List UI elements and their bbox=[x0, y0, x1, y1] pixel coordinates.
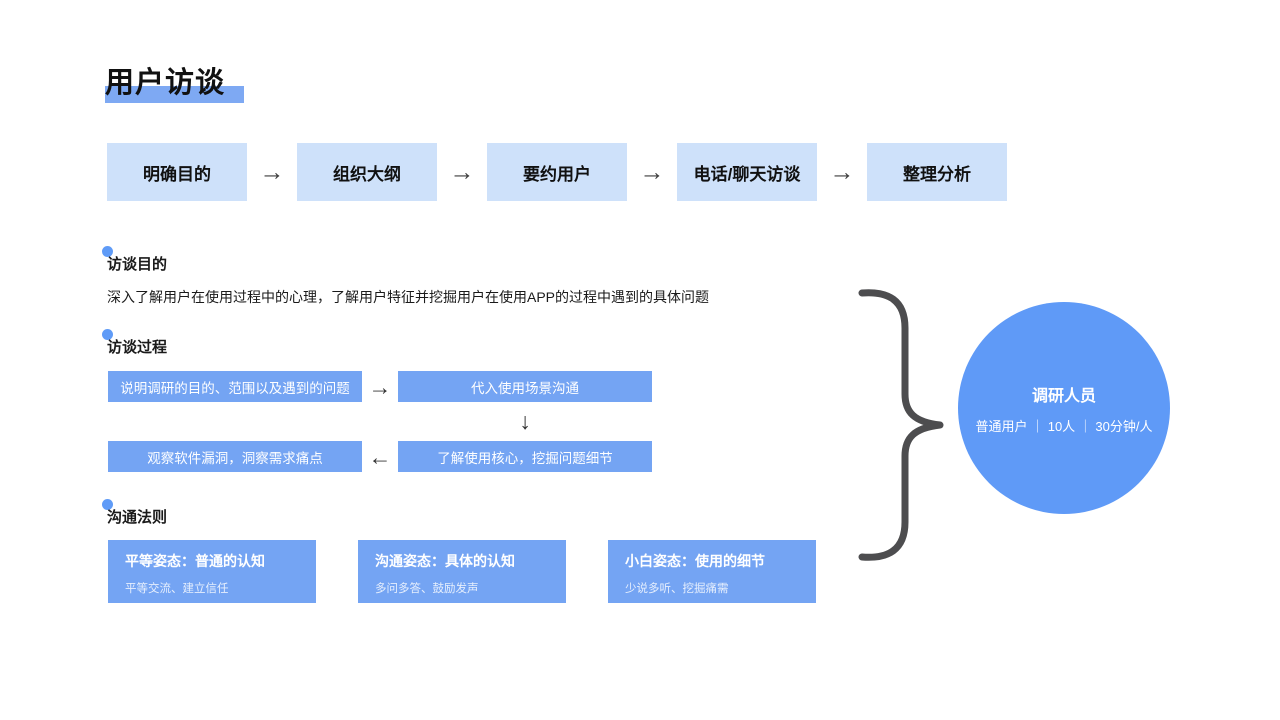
rules-heading: 沟通法则 bbox=[102, 499, 168, 527]
rule-card-subtitle: 多问多答、鼓励发声 bbox=[375, 583, 479, 595]
rule-card-title: 沟通姿态：具体的认知 bbox=[375, 553, 515, 569]
rule-card-novice: 小白姿态：使用的细节 少说多听、挖掘痛需 bbox=[608, 540, 816, 603]
process-step-scenario: 代入使用场景沟通 bbox=[398, 371, 652, 402]
purpose-heading: 访谈目的 bbox=[102, 246, 168, 274]
process-step-explain: 说明调研的目的、范围以及遇到的问题 bbox=[108, 371, 362, 402]
arrow-down-icon: ↓ bbox=[519, 408, 531, 434]
rules-heading-text: 沟通法则 bbox=[107, 509, 168, 526]
page-title: 用户访谈 bbox=[105, 67, 226, 99]
bullet-dot-icon bbox=[102, 329, 113, 340]
process-heading-text: 访谈过程 bbox=[107, 339, 168, 356]
rule-card-subtitle: 少说多听、挖掘痛需 bbox=[625, 583, 729, 595]
process-step-observe: 观察软件漏洞，洞察需求痛点 bbox=[108, 441, 362, 472]
flow-step-clarify-goal: 明确目的 bbox=[107, 143, 247, 201]
flow-step-analyze: 整理分析 bbox=[867, 143, 1007, 201]
flow-step-interview: 电话/聊天访谈 bbox=[677, 143, 817, 201]
arrow-left-icon: ← bbox=[368, 444, 392, 470]
process-heading: 访谈过程 bbox=[102, 329, 168, 357]
rule-card-title: 小白姿态：使用的细节 bbox=[625, 553, 765, 569]
curly-brace bbox=[858, 289, 944, 561]
rule-card-subtitle: 平等交流、建立信任 bbox=[125, 583, 229, 595]
purpose-body: 深入了解用户在使用过程中的心理，了解用户特征并挖掘用户在使用APP的过程中遇到的… bbox=[107, 289, 710, 305]
arrow-right-icon: → bbox=[449, 157, 475, 186]
researcher-circle: 调研人员 普通用户 ｜ 10人 ｜ 30分钟/人 bbox=[958, 302, 1170, 514]
arrow-right-icon: → bbox=[639, 157, 665, 186]
rule-card-communicate: 沟通姿态：具体的认知 多问多答、鼓励发声 bbox=[358, 540, 566, 603]
interview-flow: 明确目的 → 组织大纲 → 要约用户 → 电话/聊天访谈 → 整理分析 bbox=[107, 143, 1007, 201]
arrow-right-icon: → bbox=[829, 157, 855, 186]
rule-card-title: 平等姿态：普通的认知 bbox=[125, 553, 265, 569]
title-highlight bbox=[105, 86, 244, 103]
researcher-title: 调研人员 bbox=[1031, 387, 1096, 405]
flow-step-invite-users: 要约用户 bbox=[487, 143, 627, 201]
purpose-heading-text: 访谈目的 bbox=[107, 256, 168, 273]
arrow-right-icon: → bbox=[368, 374, 392, 400]
arrow-right-icon: → bbox=[259, 157, 285, 186]
flow-step-outline: 组织大纲 bbox=[297, 143, 437, 201]
process-step-core: 了解使用核心，挖掘问题细节 bbox=[398, 441, 652, 472]
bullet-dot-icon bbox=[102, 246, 113, 257]
bullet-dot-icon bbox=[102, 499, 113, 510]
researcher-detail: 普通用户 ｜ 10人 ｜ 30分钟/人 bbox=[975, 418, 1153, 434]
rule-card-equal: 平等姿态：普通的认知 平等交流、建立信任 bbox=[108, 540, 316, 603]
page-title-block: 用户访谈 bbox=[105, 64, 244, 103]
